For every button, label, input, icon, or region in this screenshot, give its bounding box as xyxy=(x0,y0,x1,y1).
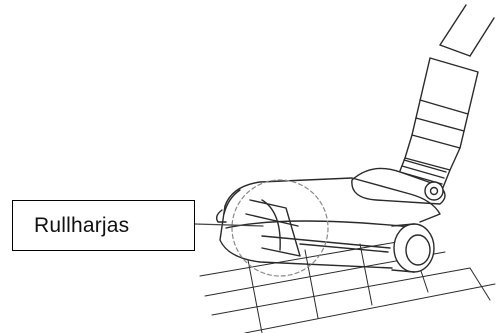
highlight-circle xyxy=(231,179,329,277)
callout-label: Rullharjas xyxy=(34,213,130,237)
wand-tube xyxy=(397,4,495,191)
callout-leader xyxy=(194,223,264,227)
swivel-joint xyxy=(351,167,446,205)
roller-brush xyxy=(245,199,301,257)
callout-box: Rullharjas xyxy=(12,200,195,251)
floor-planks xyxy=(199,237,496,333)
